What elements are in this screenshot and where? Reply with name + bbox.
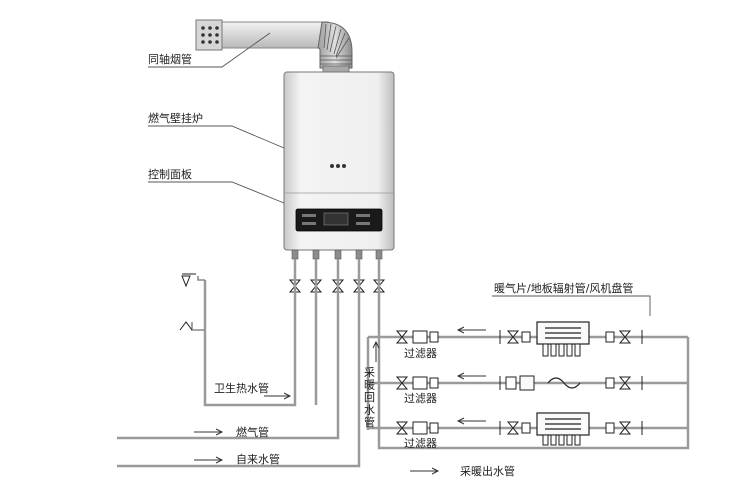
label-coaxial-flue: 同轴烟管 (148, 52, 192, 66)
floor-coil (519, 375, 581, 391)
flow-arrows (194, 326, 486, 475)
label-hot-water: 卫生热水管 (214, 381, 269, 395)
radiator-3 (536, 412, 590, 446)
radiator-1 (536, 321, 590, 357)
label-tap-water: 自来水管 (236, 452, 280, 466)
label-boiler: 燃气壁挂炉 (148, 111, 203, 125)
coaxial-flue (195, 19, 353, 73)
brand-dots (330, 164, 346, 168)
pipes (117, 259, 690, 468)
label-heating-supply: 采暖出水管 (460, 464, 515, 478)
label-control-panel: 控制面板 (148, 167, 192, 181)
label-gas: 燃气管 (236, 425, 269, 439)
label-filter-3: 过滤器 (404, 437, 437, 450)
fixture-valves (179, 273, 196, 331)
radiator-rows (395, 321, 643, 446)
label-filter-2: 过滤器 (404, 392, 437, 405)
leader-lines (148, 32, 651, 316)
control-panel (295, 208, 383, 232)
gas-boiler (283, 71, 395, 293)
label-radiators: 暖气片/地板辐射管/风机盘管 (494, 281, 633, 295)
label-filter-1: 过滤器 (404, 347, 437, 360)
label-heating-return: 采暖回水管 (364, 366, 375, 429)
